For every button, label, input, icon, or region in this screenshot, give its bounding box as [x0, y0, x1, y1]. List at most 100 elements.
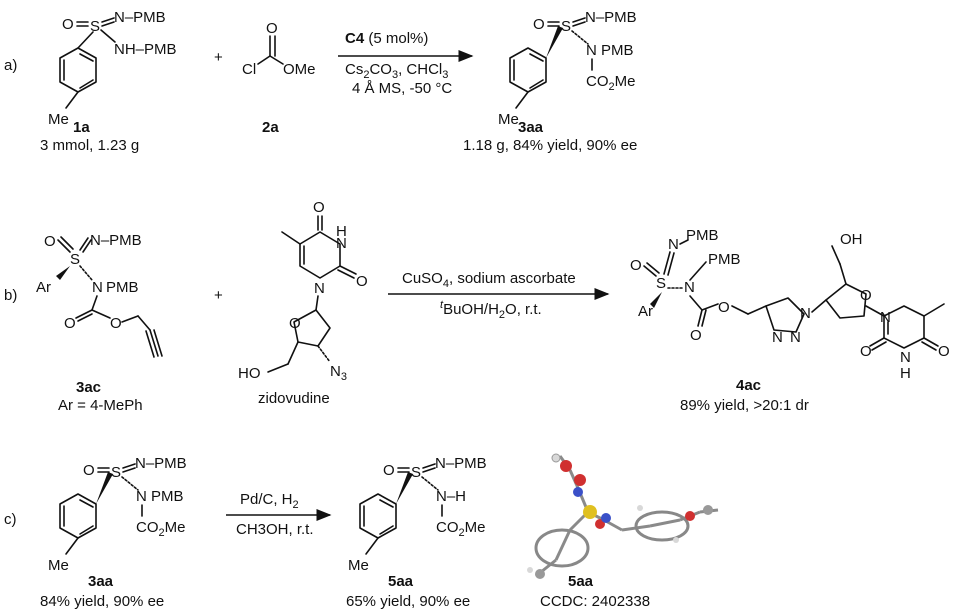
- xray-crystal-structure-image: [527, 453, 719, 579]
- compound-3aa-c-note: 84% yield, 90% ee: [40, 593, 164, 610]
- compound-5aa-note: 65% yield, 90% ee: [346, 593, 470, 610]
- plus-sign-b: +: [214, 287, 223, 304]
- compound-3aa-id: 3aa: [518, 119, 544, 136]
- compound-3ac-note: Ar = 4-MePh: [58, 397, 143, 414]
- svg-text:N–PMB: N–PMB: [135, 455, 187, 472]
- svg-text:S: S: [411, 464, 421, 481]
- compound-3ac-structure: O S N–PMB Ar N PMB O O: [36, 232, 163, 358]
- svg-text:N: N: [684, 279, 695, 296]
- conditions-b-solvent: tBuOH/H2O, r.t.: [440, 299, 542, 321]
- compound-3ac-id: 3ac: [76, 379, 101, 396]
- svg-text:Ar: Ar: [638, 303, 653, 320]
- svg-text:Me: Me: [348, 557, 369, 574]
- svg-text:O: O: [383, 462, 395, 479]
- svg-text:O: O: [860, 287, 872, 304]
- co2me-group-3aa-c: CO2Me: [136, 519, 185, 539]
- compound-5aa-xray-id: 5aa: [568, 573, 594, 590]
- compound-1a-structure: Me S O N–PMB NH–PMB: [48, 9, 177, 128]
- part-b-label: b): [4, 287, 17, 304]
- svg-text:O: O: [62, 16, 74, 33]
- svg-text:Cl: Cl: [242, 61, 256, 78]
- svg-text:PMB: PMB: [708, 251, 741, 268]
- svg-text:S: S: [70, 251, 80, 268]
- conditions-a-temperature: 4 Å MS, -50 °C: [352, 80, 452, 97]
- svg-text:O: O: [938, 343, 950, 360]
- compound-1a-note: 3 mmol, 1.23 g: [40, 137, 139, 154]
- svg-text:O: O: [83, 462, 95, 479]
- svg-text:N: N: [92, 279, 103, 296]
- azide-group: N3: [330, 363, 347, 383]
- svg-text:N: N: [668, 236, 679, 253]
- svg-text:PMB: PMB: [106, 279, 139, 296]
- svg-text:O: O: [533, 16, 545, 33]
- svg-text:S: S: [111, 464, 121, 481]
- svg-text:Me: Me: [48, 557, 69, 574]
- svg-text:S: S: [90, 18, 100, 35]
- svg-text:S: S: [656, 275, 666, 292]
- svg-text:O: O: [266, 20, 278, 37]
- conditions-c-catalyst: Pd/C, H2: [240, 491, 299, 511]
- svg-text:O: O: [860, 343, 872, 360]
- compound-3aa-structure: Me S O N–PMB N PMB CO2Me: [498, 9, 637, 128]
- svg-text:N: N: [586, 42, 597, 59]
- svg-text:N–PMB: N–PMB: [435, 455, 487, 472]
- svg-text:N: N: [336, 235, 347, 252]
- compound-3aa-note: 1.18 g, 84% yield, 90% ee: [463, 137, 637, 154]
- svg-text:NH–PMB: NH–PMB: [114, 41, 177, 58]
- compound-5aa-id: 5aa: [388, 573, 414, 590]
- part-a-label: a): [4, 57, 17, 74]
- svg-text:N–PMB: N–PMB: [90, 232, 142, 249]
- svg-text:O: O: [630, 257, 642, 274]
- svg-text:O: O: [64, 315, 76, 332]
- svg-text:Ar: Ar: [36, 279, 51, 296]
- svg-text:N: N: [772, 329, 783, 346]
- conditions-b-catalyst: CuSO4, sodium ascorbate: [402, 270, 576, 290]
- svg-text:N: N: [136, 488, 147, 505]
- compound-4ac-note: 89% yield, >20:1 dr: [680, 397, 809, 414]
- svg-text:OMe: OMe: [283, 61, 316, 78]
- svg-text:O: O: [313, 199, 325, 216]
- co2me-group-3aa: CO2Me: [586, 73, 635, 93]
- svg-text:O: O: [110, 315, 122, 332]
- svg-text:N: N: [314, 280, 325, 297]
- conditions-c-solvent: CH3OH, r.t.: [236, 521, 314, 538]
- compound-3aa-c-id: 3aa: [88, 573, 114, 590]
- svg-text:O: O: [289, 315, 301, 332]
- part-c-label: c): [4, 511, 17, 528]
- conditions-a-catalyst: C4 (5 mol%): [345, 30, 428, 47]
- compound-3aa-c-structure: Me S O N–PMB N PMB CO2Me: [48, 455, 187, 574]
- svg-text:H: H: [336, 223, 347, 240]
- zidovudine-structure: O N H O N O HO N3: [238, 199, 368, 383]
- svg-text:PMB: PMB: [601, 42, 634, 59]
- svg-text:N: N: [900, 349, 911, 366]
- svg-text:PMB: PMB: [686, 227, 719, 244]
- compound-1a-id: 1a: [73, 119, 90, 136]
- compound-4ac-structure: O S N PMB PMB N Ar O O N N N O OH N: [630, 227, 950, 382]
- svg-text:PMB: PMB: [151, 488, 184, 505]
- plus-sign-a: +: [214, 49, 223, 66]
- svg-text:O: O: [718, 299, 730, 316]
- svg-text:N–H: N–H: [436, 488, 466, 505]
- compound-5aa-structure: Me S O N–PMB N–H CO2Me: [348, 455, 487, 574]
- svg-text:N–PMB: N–PMB: [585, 9, 637, 26]
- svg-text:H: H: [900, 365, 911, 382]
- svg-text:N: N: [880, 309, 891, 326]
- svg-text:S: S: [561, 18, 571, 35]
- compound-2a-id: 2a: [262, 119, 279, 136]
- svg-text:HO: HO: [238, 365, 261, 382]
- svg-text:Me: Me: [498, 111, 519, 128]
- compound-4ac-id: 4ac: [736, 377, 761, 394]
- compound-2a-structure: Cl O OMe: [242, 20, 316, 78]
- svg-text:OH: OH: [840, 231, 863, 248]
- svg-text:O: O: [690, 327, 702, 344]
- conditions-a-base: Cs2CO3, CHCl3: [345, 61, 448, 81]
- zidovudine-name: zidovudine: [258, 390, 330, 407]
- co2me-group-5aa: CO2Me: [436, 519, 485, 539]
- svg-text:O: O: [44, 233, 56, 250]
- svg-text:O: O: [356, 273, 368, 290]
- svg-text:Me: Me: [48, 111, 69, 128]
- svg-text:N–PMB: N–PMB: [114, 9, 166, 26]
- svg-text:N: N: [790, 329, 801, 346]
- ccdc-number: CCDC: 2402338: [540, 593, 650, 610]
